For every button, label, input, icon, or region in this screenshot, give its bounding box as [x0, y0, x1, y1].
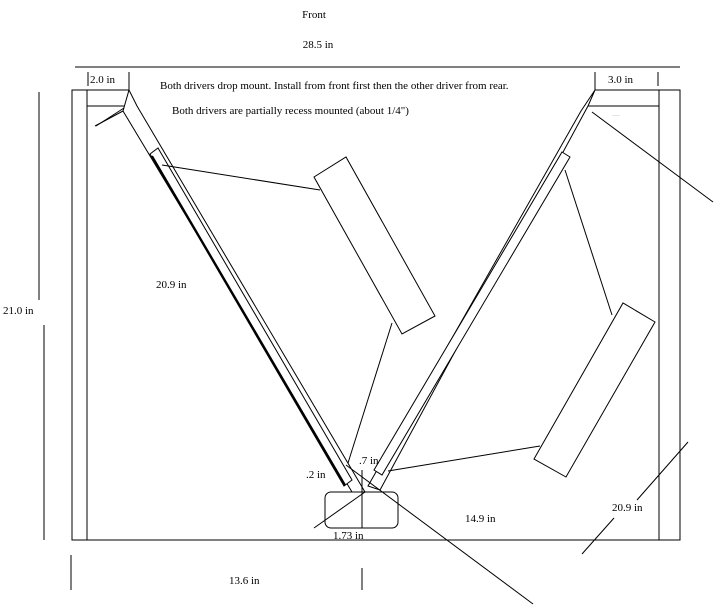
right-offset-label: 3.0 in	[608, 74, 634, 86]
front-label: Front	[302, 9, 326, 21]
right-panel-length-label: 20.9 in	[612, 502, 643, 514]
overall-height-label: 21.0 in	[3, 305, 34, 317]
right-small-mark: ------	[612, 113, 621, 118]
left-driver-front-line	[161, 164, 321, 191]
left-offset-label: 2.0 in	[90, 74, 116, 86]
throat-diag-right	[345, 464, 534, 605]
mounting-note: Both drivers drop mount. Install from fr…	[160, 80, 509, 92]
throat-gap-label: .2 in	[306, 469, 326, 481]
right-baffle-long-line	[591, 111, 714, 203]
left-mount-strip	[149, 147, 353, 487]
left-baffle-arrow	[95, 107, 125, 127]
overall-width-label: 28.5 in	[303, 39, 334, 51]
left-mount-strip-shade	[151, 155, 346, 486]
right-diagonal-dim-lower	[581, 517, 615, 555]
left-driver	[313, 156, 436, 335]
right-driver	[533, 302, 656, 478]
inner-span-label: 14.9 in	[465, 513, 496, 525]
left-panel-length-label: 20.9 in	[156, 279, 187, 291]
bottom-half-width-label: 13.6 in	[229, 575, 260, 587]
right-driver-rear-line	[387, 445, 541, 472]
recess-note: Both drivers are partially recess mounte…	[172, 105, 409, 117]
throat-width-label: 1.73 in	[333, 530, 364, 542]
right-mount-strip	[373, 151, 571, 476]
right-diagonal-dim-upper	[636, 441, 689, 501]
left-wall	[71, 89, 88, 541]
right-wall	[658, 89, 681, 541]
throat-diag-left	[313, 491, 366, 529]
right-driver-front-line	[564, 169, 613, 316]
throat-offset-label: .7 in	[359, 455, 379, 467]
left-driver-rear-line	[347, 322, 393, 464]
